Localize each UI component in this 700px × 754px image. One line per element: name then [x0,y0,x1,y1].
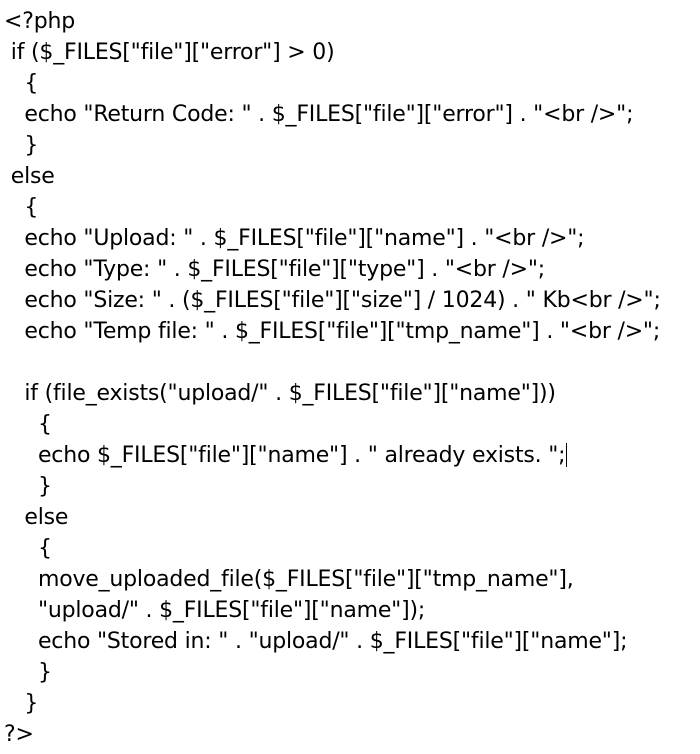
code-line: } [4,660,52,685]
code-line [4,347,694,378]
code-line: { [4,536,52,561]
code-line: if ($_FILES["file"]["error"] > 0) [4,40,335,65]
code-line: else [4,505,69,530]
code-line: echo "Stored in: " . "upload/" . $_FILES… [4,629,628,654]
code-line: "upload/" . $_FILES["file"]["name"]); [4,598,426,623]
code-line: echo "Return Code: " . $_FILES["file"]["… [4,102,634,127]
code-line: } [4,691,39,716]
code-line: echo "Temp file: " . $_FILES["file"]["tm… [4,319,661,344]
code-line: { [4,71,39,96]
code-line: else [4,164,55,189]
code-line: echo "Size: " . ($_FILES["file"]["size"]… [4,288,661,313]
code-line: } [4,133,39,158]
code-line: { [4,195,39,220]
code-line: move_uploaded_file($_FILES["file"]["tmp_… [4,567,574,592]
text-caret [566,443,568,467]
code-line: } [4,474,52,499]
code-document: <?php if ($_FILES["file"]["error"] > 0) … [4,6,694,750]
code-line: echo "Type: " . $_FILES["file"]["type"] … [4,257,545,282]
code-line: echo "Upload: " . $_FILES["file"]["name"… [4,226,585,251]
code-line: if (file_exists("upload/" . $_FILES["fil… [4,381,556,406]
code-line: <?php [4,9,75,34]
code-line-text: echo $_FILES["file"]["name"] . " already… [4,443,566,468]
code-line: ?> [4,722,34,747]
code-line: { [4,412,52,437]
code-line-with-caret: echo $_FILES["file"]["name"] . " already… [4,440,694,471]
